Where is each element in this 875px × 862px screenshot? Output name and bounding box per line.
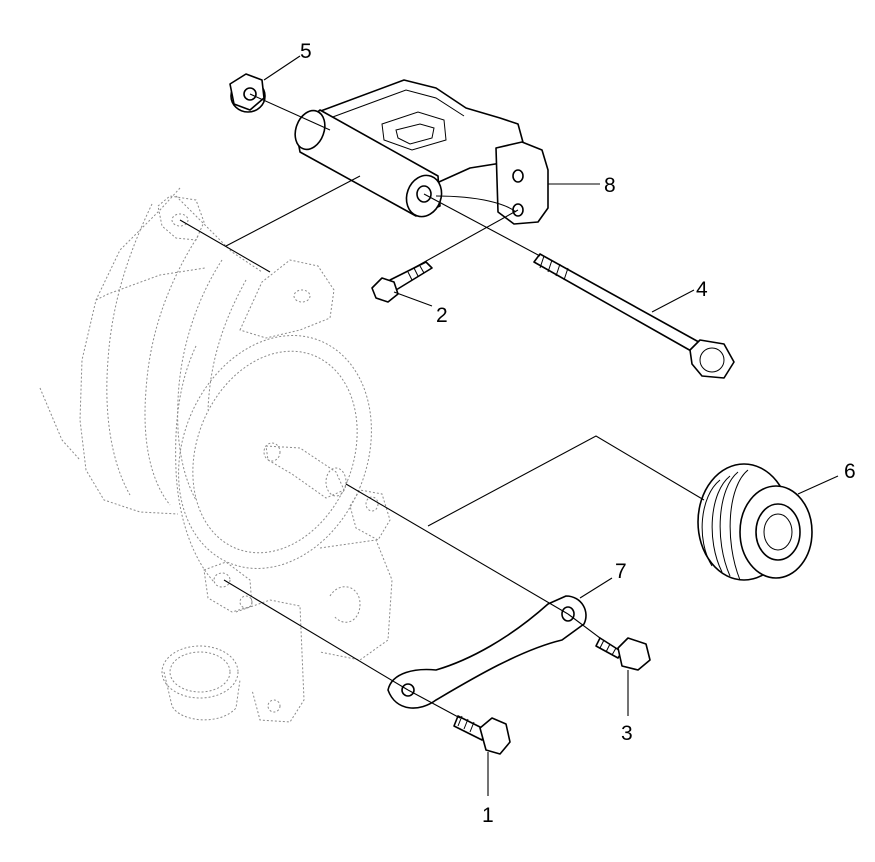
hex-bolt [453,715,511,755]
mounting-bracket [294,79,549,225]
assembly-lines [179,93,705,719]
callout-leaders [263,55,839,796]
pulley [697,463,813,581]
flange-screw [595,637,651,671]
callout-4: 4 [696,278,708,301]
flange-nut [229,73,266,113]
callout-7: 7 [615,560,627,583]
callout-6: 6 [844,460,856,483]
callout-8: 8 [604,174,616,197]
callout-2: 2 [436,304,448,327]
small-bolt [371,261,433,303]
callout-1: 1 [482,804,494,827]
adjusting-strap [387,595,587,709]
long-bolt [533,253,735,379]
callout-3: 3 [621,722,633,745]
alternator-outline [39,187,393,723]
callout-5: 5 [300,40,312,63]
callout-labels: 1 2 3 4 5 6 7 8 [300,40,856,827]
